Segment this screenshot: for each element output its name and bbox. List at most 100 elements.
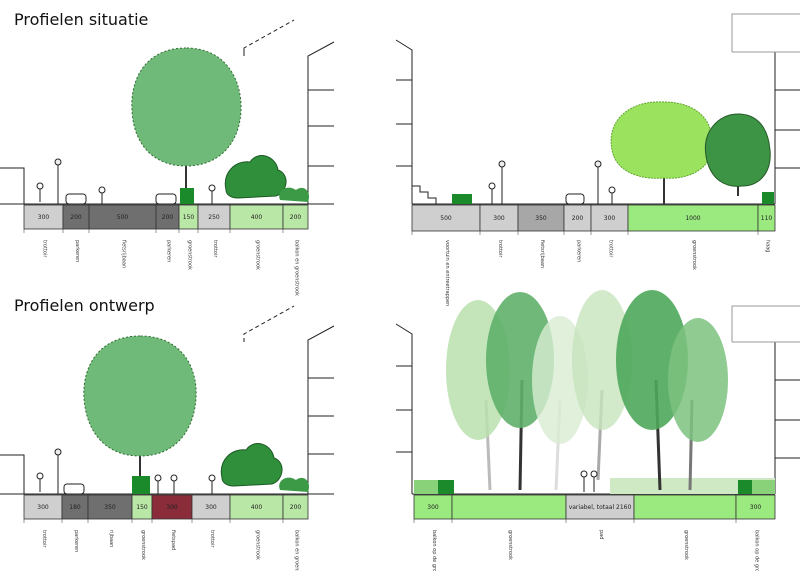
cyclist-icon bbox=[170, 474, 178, 482]
roof-dashed-ontwerp-left bbox=[243, 305, 295, 342]
segment-width-label: 200 bbox=[572, 215, 584, 222]
person-icon bbox=[36, 472, 44, 480]
street-lamp-icon bbox=[54, 448, 62, 456]
segment-width-label: 110 bbox=[761, 215, 773, 222]
profile-segment bbox=[627, 204, 759, 232]
profile-segment bbox=[151, 494, 193, 520]
segment-function-label: balkon en groenstrook bbox=[294, 240, 300, 296]
title-profielen-situatie: Profielen situatie bbox=[14, 10, 149, 29]
shrub-icon bbox=[279, 187, 310, 202]
green-strip bbox=[752, 480, 775, 494]
segment-width-label: 500 bbox=[117, 214, 129, 221]
car-icon bbox=[65, 193, 87, 205]
segment-function-label: haag bbox=[765, 240, 771, 252]
segment-width-label: 200 bbox=[70, 214, 82, 221]
segment-function-label: rijbaan bbox=[108, 530, 114, 547]
segment-width-label: 300 bbox=[37, 504, 49, 511]
segment-bars: 300 trottoir 200 parkeren 500 fietsrijbaan 200… bbox=[23, 204, 776, 571]
stairs-hedge bbox=[452, 194, 472, 204]
green-strip bbox=[414, 480, 438, 494]
person-icon bbox=[580, 470, 588, 478]
building-left-ontwerp-right bbox=[395, 323, 413, 494]
segment-width-label: 150 bbox=[183, 214, 195, 221]
person-icon bbox=[36, 182, 44, 190]
birch-canopy bbox=[572, 290, 632, 430]
segment-width-label: 300 bbox=[750, 504, 762, 511]
segment-width-label: 400 bbox=[251, 214, 263, 221]
building-left-situatie-left bbox=[0, 167, 25, 204]
segment-function-label: voortuin en entreetrappen bbox=[444, 240, 450, 306]
segment-function-label: groenstrook bbox=[187, 240, 193, 270]
car-icon bbox=[63, 483, 85, 495]
cyclist-icon bbox=[98, 186, 106, 194]
street-lamp-icon bbox=[54, 158, 62, 166]
segment-function-label: balkon op de grond bbox=[431, 530, 437, 571]
segment-width-label: 300 bbox=[166, 504, 178, 511]
segment-width-label: 350 bbox=[104, 504, 116, 511]
segment-function-label: groenstrook bbox=[691, 240, 697, 270]
profile-segment bbox=[633, 494, 737, 520]
segment-function-label: parkeren bbox=[576, 240, 582, 262]
profile-segment bbox=[191, 494, 231, 520]
street-furniture bbox=[36, 158, 616, 495]
segment-function-label: balkon en groenstrook bbox=[294, 530, 300, 571]
hedge-icon bbox=[762, 192, 774, 204]
large-tree-icon bbox=[83, 335, 197, 457]
profile-segment bbox=[229, 494, 284, 520]
profile-segment bbox=[757, 204, 776, 232]
segment-function-label: fietsrijbaan bbox=[121, 240, 127, 268]
vegetation bbox=[83, 47, 775, 494]
profile-segment bbox=[88, 204, 157, 230]
building-left-ontwerp-left bbox=[0, 454, 25, 494]
profile-segment bbox=[413, 494, 453, 520]
building-left-situatie-right bbox=[395, 39, 413, 204]
shrub-icon bbox=[220, 443, 283, 487]
hedge-icon bbox=[438, 480, 454, 494]
person-icon bbox=[590, 470, 598, 478]
roof-dashed-situatie-left bbox=[243, 19, 295, 56]
profile-segment bbox=[282, 204, 309, 230]
segment-function-label: parkeren bbox=[166, 240, 172, 262]
profile-segment bbox=[411, 204, 481, 232]
green-backdrop bbox=[610, 478, 775, 494]
segment-function-label: balkon op de grond bbox=[754, 530, 760, 571]
segment-width-label: 300 bbox=[38, 214, 50, 221]
segment-width-label: 500 bbox=[440, 215, 452, 222]
planter-box bbox=[180, 188, 194, 204]
car-icon bbox=[565, 193, 585, 205]
segment-width-label: 180 bbox=[69, 504, 81, 511]
shrub-icon bbox=[224, 155, 287, 199]
cyclist-icon bbox=[154, 474, 162, 482]
birch-canopy bbox=[668, 318, 728, 442]
person-icon bbox=[488, 182, 496, 190]
segment-width-label: 300 bbox=[604, 215, 616, 222]
segment-function-label: fietspad bbox=[170, 530, 176, 550]
segment-function-label: fietsrijbaan bbox=[539, 240, 545, 268]
segment-function-label: groenstrook bbox=[255, 240, 261, 270]
building-right-ontwerp-right bbox=[731, 305, 800, 342]
segment-width-label: 300 bbox=[205, 504, 217, 511]
segment-function-label: pad bbox=[598, 530, 604, 539]
segment-function-label: trottoir bbox=[212, 240, 218, 258]
segment-width-label: 250 bbox=[208, 214, 220, 221]
segment-function-label: trottoir bbox=[608, 240, 614, 258]
tree-icon bbox=[610, 101, 713, 179]
segment-function-label: groenstrook bbox=[140, 530, 146, 560]
building-right-situatie-left bbox=[307, 41, 335, 204]
profile-segment bbox=[197, 204, 231, 230]
large-tree-icon bbox=[131, 47, 242, 167]
person-icon bbox=[608, 186, 616, 194]
segment-width-label: 400 bbox=[251, 504, 263, 511]
segment-width-label: 200 bbox=[290, 504, 302, 511]
tree-icon bbox=[704, 113, 771, 187]
profile-segment bbox=[451, 494, 567, 520]
person-icon bbox=[208, 474, 216, 482]
segment-width-label: 200 bbox=[290, 214, 302, 221]
profile-segment bbox=[282, 494, 309, 520]
segment-function-label: trottoir bbox=[41, 530, 47, 548]
birch-forest bbox=[414, 290, 775, 494]
segment-function-label: trottoir bbox=[42, 240, 48, 258]
shrub-icon bbox=[279, 477, 310, 492]
profile-segment bbox=[23, 494, 63, 520]
